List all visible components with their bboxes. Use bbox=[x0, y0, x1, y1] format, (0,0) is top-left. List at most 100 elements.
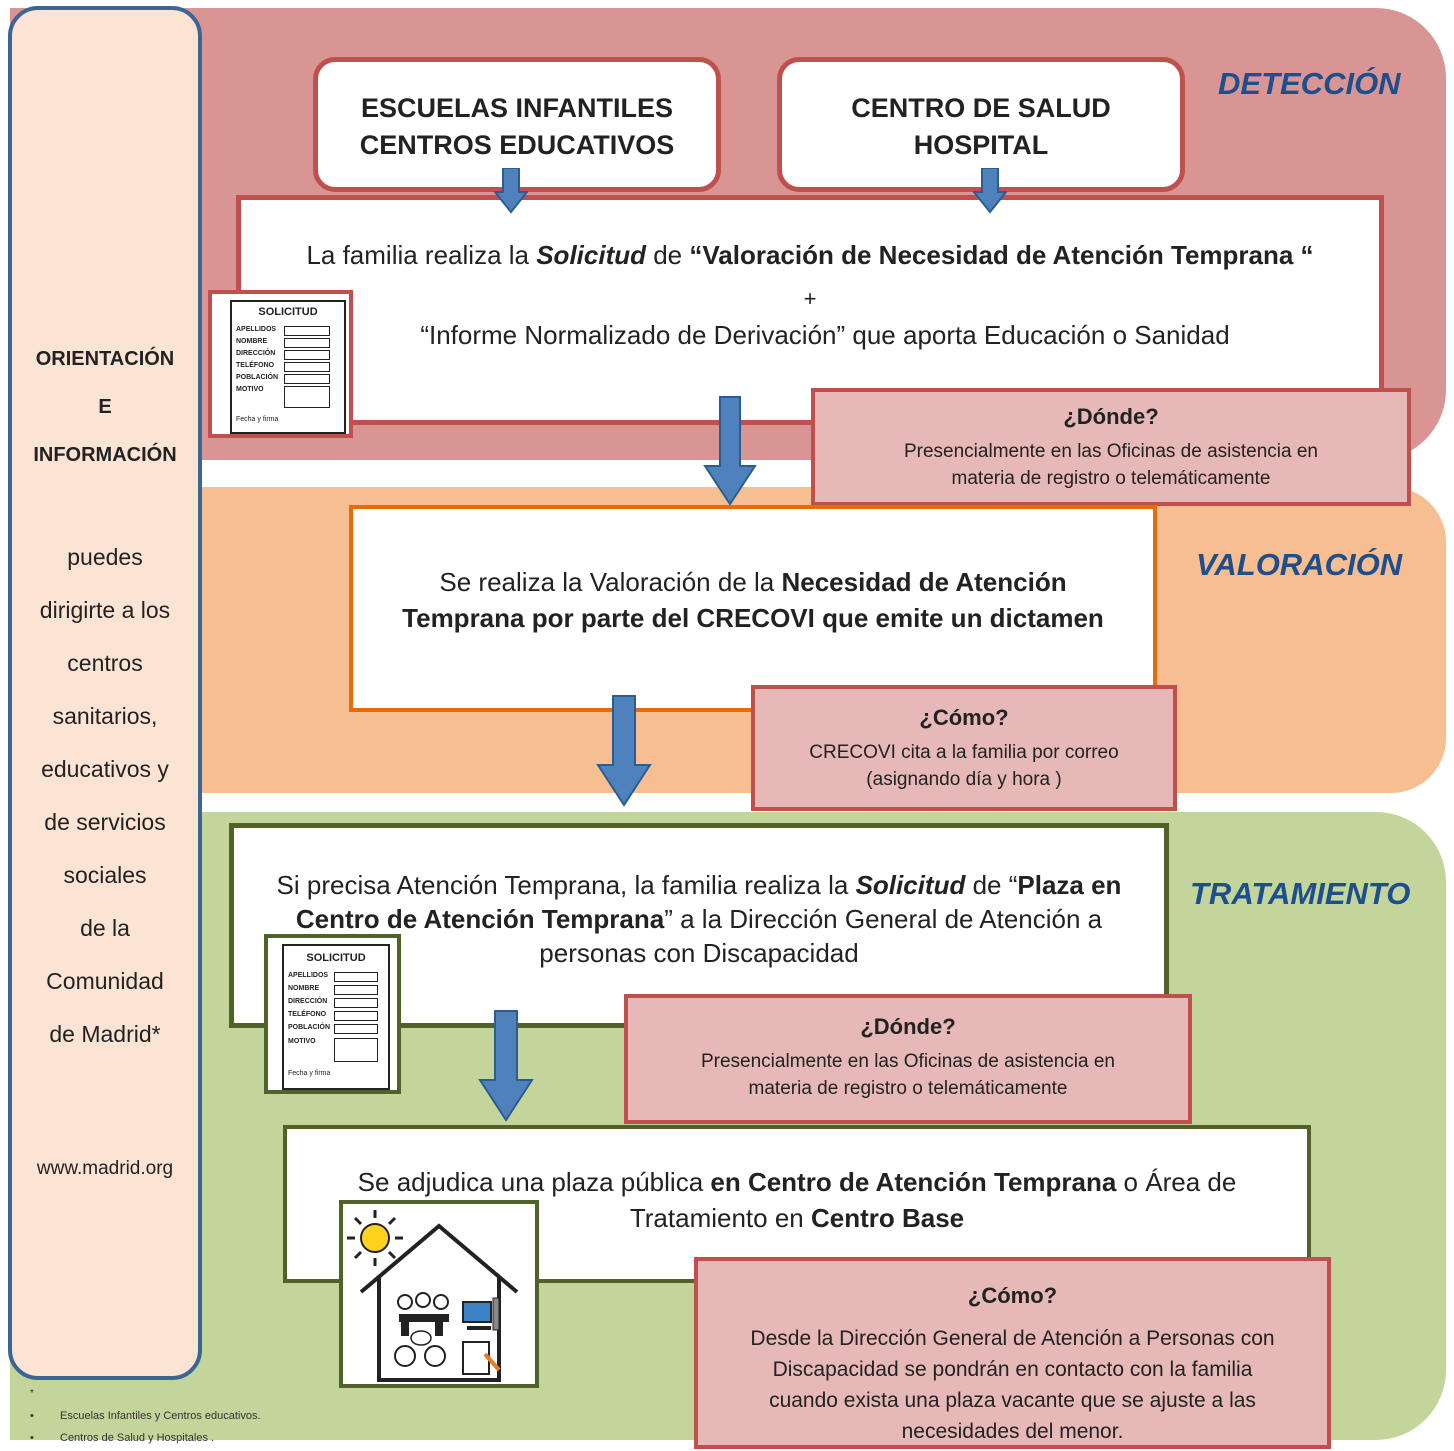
solicitud-form-icon: SOLICITUD APELLIDOS NOMBRE DIRECCIÓN TEL… bbox=[208, 290, 353, 438]
step4-text-b: en Centro de Atención Temprana bbox=[710, 1167, 1117, 1197]
step3-text-c: de “ bbox=[965, 870, 1018, 900]
step-request-valoration-box: La familia realiza la Solicitud de “Valo… bbox=[236, 195, 1384, 425]
form-title: SOLICITUD bbox=[258, 306, 318, 318]
footnote-item-text: Escuelas Infantiles y Centros educativos… bbox=[60, 1410, 261, 1422]
sidebar-line: centros bbox=[67, 650, 143, 676]
note4-body: Desde la Dirección General de Atención a… bbox=[698, 1323, 1327, 1447]
step1-text-a: La familia realiza la bbox=[306, 240, 537, 270]
step3-text-solicitud: Solicitud bbox=[855, 870, 966, 900]
sidebar-title-2: E bbox=[98, 396, 112, 418]
step2-text-b: Necesidad de Atención bbox=[781, 567, 1067, 597]
form-title: SOLICITUD bbox=[306, 952, 366, 964]
sidebar-website: www.madrid.org bbox=[36, 1158, 174, 1179]
stage-detection-label: DETECCIÓN bbox=[1218, 66, 1401, 101]
step4-text-a: Se adjudica una plaza pública bbox=[357, 1167, 711, 1197]
solicitud-form-icon-2: SOLICITUD APELLIDOS NOMBRE DIRECCIÓN TEL… bbox=[264, 934, 401, 1094]
footnote-item-text: Centros de Salud y Hospitales . bbox=[60, 1432, 215, 1444]
form-field-label: APELLIDOS bbox=[288, 972, 329, 979]
form-field-box bbox=[334, 985, 378, 995]
form-signature-label: Fecha y firma bbox=[236, 416, 279, 423]
form-field-label: MOTIVO bbox=[236, 386, 264, 393]
form-field-box bbox=[284, 374, 330, 384]
note-where-treatment: ¿Dónde? Presencialmente en las Oficinas … bbox=[624, 994, 1192, 1124]
health-source-line1: CENTRO DE SALUD bbox=[851, 93, 1111, 123]
form-field-box bbox=[334, 1024, 378, 1034]
note4-line: Desde la Dirección General de Atención a… bbox=[750, 1327, 1275, 1350]
form-field-label: POBLACIÓN bbox=[288, 1024, 330, 1031]
sidebar-title-3: INFORMACIÓN bbox=[33, 444, 177, 466]
sidebar-line: dirigirte a los bbox=[39, 597, 171, 623]
step1-plus: + bbox=[803, 286, 817, 311]
step4-text-c: o Área de bbox=[1116, 1167, 1237, 1197]
down-arrow-icon bbox=[703, 396, 757, 506]
form-field-box bbox=[284, 326, 330, 336]
form-field-box bbox=[284, 338, 330, 348]
form-field-label: NOMBRE bbox=[236, 338, 268, 345]
bullet-icon: • bbox=[30, 1432, 34, 1444]
down-arrow-icon bbox=[973, 168, 1007, 214]
note4-line: necesidades del menor. bbox=[901, 1420, 1124, 1443]
step4-text-d: Tratamiento en bbox=[629, 1203, 811, 1233]
note1-body: Presencialmente en las Oficinas de asist… bbox=[815, 438, 1407, 492]
step3-line1: Si precisa Atención Temprana, la familia… bbox=[234, 868, 1164, 902]
bullet-icon: • bbox=[30, 1410, 34, 1422]
note2-line2: (asignando día y hora ) bbox=[866, 769, 1062, 790]
health-source-line2: HOSPITAL bbox=[913, 130, 1049, 160]
house-icon bbox=[347, 1210, 519, 1382]
form-field-box bbox=[334, 972, 378, 982]
form-field-box bbox=[284, 386, 330, 408]
note4-line: Discapacidad se pondrán en contacto con … bbox=[772, 1358, 1253, 1381]
footnote-item: • Escuelas Infantiles y Centros educativo… bbox=[30, 1410, 261, 1422]
sidebar-line: de la bbox=[80, 915, 130, 941]
note-how-valoration: ¿Cómo? CRECOVI cita a la familia por cor… bbox=[751, 685, 1177, 811]
form-field-box bbox=[334, 1038, 378, 1062]
form-field-box bbox=[284, 362, 330, 372]
note1-line2: materia de registro o telemáticamente bbox=[951, 468, 1271, 489]
form-field-box bbox=[284, 350, 330, 360]
form-field-label: TELÉFONO bbox=[288, 1011, 327, 1018]
step3-line3: personas con Discapacidad bbox=[539, 938, 859, 968]
form-field-label: MOTIVO bbox=[288, 1038, 316, 1045]
sidebar-line: de servicios bbox=[44, 809, 166, 835]
down-arrow-icon bbox=[596, 695, 652, 807]
form-field-box bbox=[334, 998, 378, 1008]
step4-line2: Tratamiento en Centro Base bbox=[287, 1201, 1307, 1235]
note2-body: CRECOVI cita a la familia por correo (as… bbox=[755, 739, 1173, 793]
down-arrow-icon bbox=[494, 168, 528, 214]
form-field-label: TELÉFONO bbox=[236, 362, 275, 369]
step1-text-c: de bbox=[646, 240, 690, 270]
note4-title: ¿Cómo? bbox=[967, 1283, 1058, 1308]
education-source-line2: CENTROS EDUCATIVOS bbox=[359, 130, 675, 160]
step3-line2: Centro de Atención Temprana” a la Direcc… bbox=[234, 902, 1164, 936]
step1-text-valoracion: “Valoración de Necesidad de Atención Tem… bbox=[689, 240, 1314, 270]
form-field-box bbox=[334, 1011, 378, 1021]
step3-text-d: Plaza en bbox=[1017, 870, 1122, 900]
down-arrow-icon bbox=[478, 1010, 534, 1122]
note1-title: ¿Dónde? bbox=[1063, 404, 1159, 429]
note3-line1: Presencialmente en las Oficinas de asist… bbox=[700, 1051, 1115, 1072]
sidebar-line: puedes bbox=[67, 544, 143, 570]
step2-line2: Temprana por parte del CRECOVI que emite… bbox=[402, 603, 1104, 633]
form-field-label: DIRECCIÓN bbox=[288, 998, 328, 1005]
sidebar-line: de Madrid* bbox=[49, 1021, 161, 1047]
form-field-label: NOMBRE bbox=[288, 985, 320, 992]
form-field-label: APELLIDOS bbox=[236, 326, 277, 333]
form-signature-label: Fecha y firma bbox=[288, 1070, 331, 1077]
step1-line1: La familia realiza la Solicitud de “Valo… bbox=[241, 238, 1379, 272]
note3-title: ¿Dónde? bbox=[860, 1014, 956, 1039]
note2-line1: CRECOVI cita a la familia por correo bbox=[809, 742, 1119, 763]
form-field-label: POBLACIÓN bbox=[236, 374, 278, 381]
step1-text-solicitud: Solicitud bbox=[536, 240, 646, 270]
stage-valoration-label: VALORACIÓN bbox=[1196, 547, 1403, 582]
note2-title: ¿Cómo? bbox=[919, 705, 1009, 730]
sidebar-title-1: ORIENTACIÓN bbox=[35, 348, 175, 370]
sidebar-line: Comunidad bbox=[46, 968, 164, 994]
education-source-line1: ESCUELAS INFANTILES bbox=[360, 93, 674, 123]
sidebar-line: educativos y bbox=[41, 756, 169, 782]
orientation-sidebar: ORIENTACIÓN E INFORMACIÓN puedes dirigir… bbox=[8, 6, 202, 1380]
note1-line1: Presencialmente en las Oficinas de asist… bbox=[903, 441, 1318, 462]
stage-treatment-label: TRATAMIENTO bbox=[1190, 876, 1411, 911]
step3-text-f: ” a la Dirección General de Atención a bbox=[664, 904, 1103, 934]
step-valoration-box: Se realiza la Valoración de la Necesidad… bbox=[349, 505, 1157, 712]
step4-text-e: Centro Base bbox=[810, 1203, 965, 1233]
